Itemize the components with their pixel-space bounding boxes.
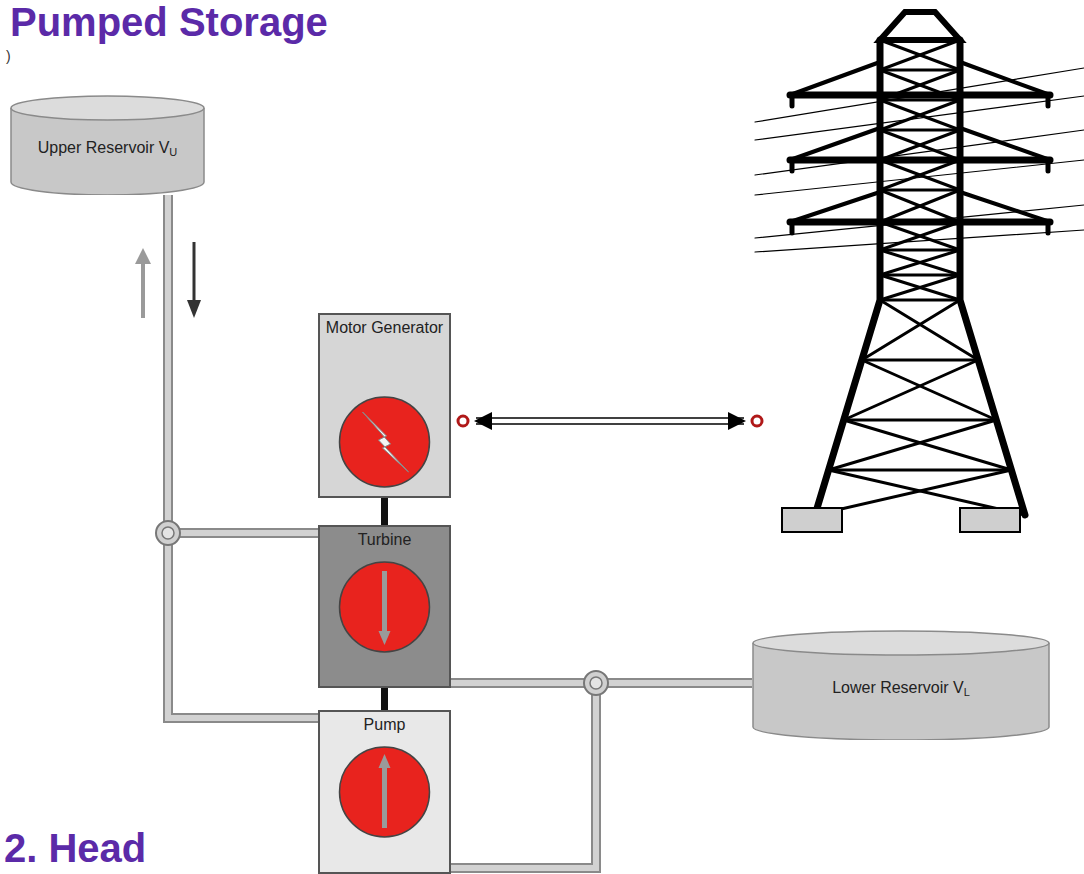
pipe-junction — [156, 521, 180, 545]
drive-shaft — [384, 498, 385, 525]
node-label: Upper Reservoir V — [38, 139, 170, 156]
drive-shaft — [384, 688, 385, 710]
flow-down-arrow — [187, 242, 201, 318]
pipe-junction — [584, 671, 608, 695]
subscript: U — [169, 146, 177, 158]
machine-icon — [320, 315, 449, 496]
subscript: L — [964, 686, 970, 698]
grid-connection — [458, 412, 762, 430]
machine-icon — [320, 527, 449, 686]
motor-generator: Motor Generator — [318, 313, 451, 498]
reservoir-label: Lower Reservoir VL — [752, 679, 1050, 698]
text-fragment: ) — [6, 48, 11, 64]
reservoir-label: Upper Reservoir VU — [10, 139, 205, 158]
pump: Pump — [318, 710, 451, 874]
page-title: Pumped Storage — [10, 0, 328, 45]
node-label: Pump — [320, 712, 449, 734]
transmission-tower — [755, 12, 1084, 532]
water-pipe — [451, 683, 752, 868]
turbine: Turbine — [318, 525, 451, 688]
section-heading: 2. Head — [4, 826, 146, 871]
water-pipe — [168, 195, 318, 718]
upper-reservoir: Upper Reservoir VU — [10, 95, 205, 195]
water-pipe — [168, 195, 318, 533]
flow-up-arrow — [135, 248, 151, 318]
node-label: Turbine — [320, 527, 449, 549]
node-label: Lower Reservoir V — [832, 679, 964, 696]
machine-icon — [320, 712, 449, 872]
lower-reservoir: Lower Reservoir VL — [752, 630, 1050, 740]
node-label: Motor Generator — [320, 315, 449, 337]
